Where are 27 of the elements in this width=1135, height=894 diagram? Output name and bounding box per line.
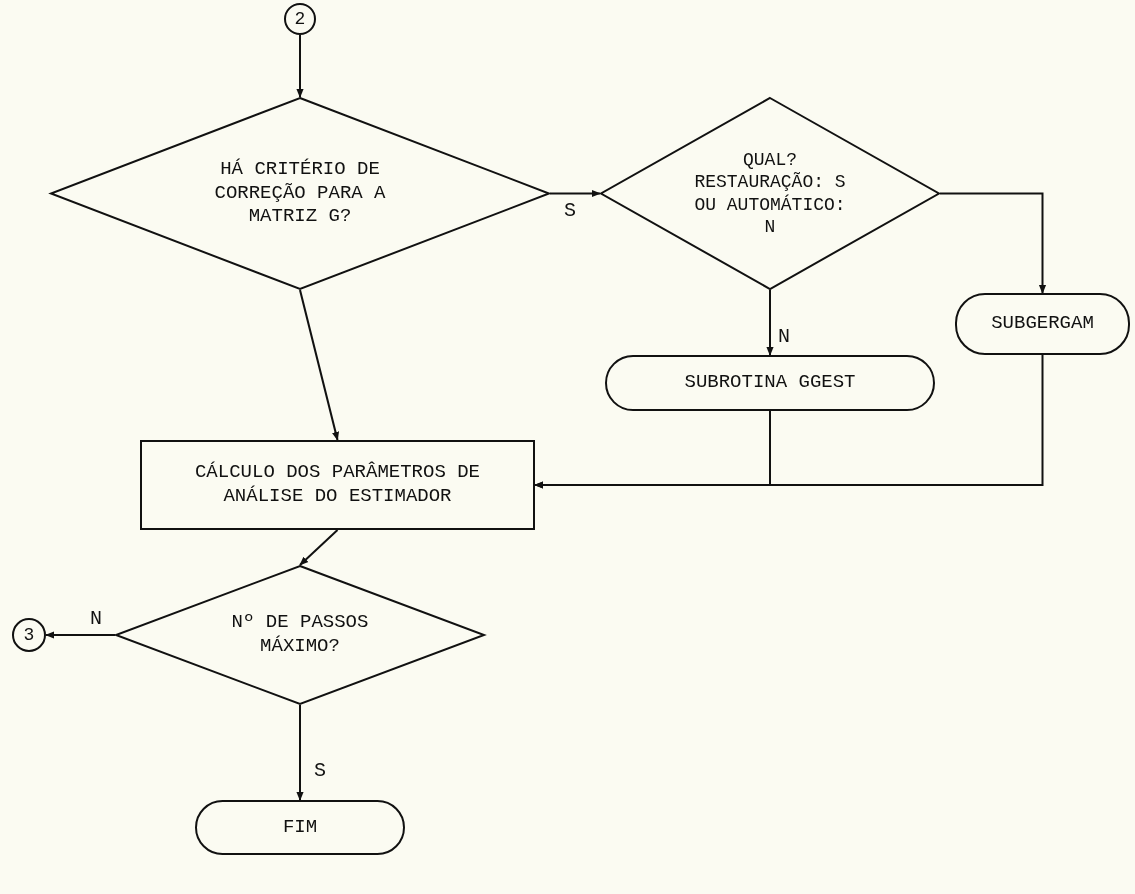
arrow: [296, 34, 304, 98]
connector-circle: [284, 3, 316, 35]
terminal-box: [605, 355, 935, 411]
terminal-box: [195, 800, 405, 855]
connector-circle: [12, 618, 46, 652]
process-box: [140, 440, 535, 530]
node-text: QUAL? RESTAURAÇÃO: S OU AUTOMÁTICO: N: [693, 148, 847, 239]
arrow: [299, 529, 339, 566]
terminal-box: [955, 293, 1130, 355]
decision-diamond: [50, 97, 550, 290]
arrow: [766, 289, 774, 356]
node-text: SUBGERGAM: [991, 312, 1094, 336]
node-text: SUBROTINA GGEST: [684, 371, 856, 395]
node-text: 2: [294, 7, 306, 31]
node-text: CÁLCULO DOS PARÂMETROS DE ANÁLISE DO ESTIMADOR: [193, 461, 481, 509]
arrow: [296, 704, 304, 801]
node-text: FIM: [282, 815, 318, 840]
decision-diamond: [600, 97, 940, 290]
arrow: [939, 192, 1047, 294]
arrow: [45, 631, 116, 639]
node-text: HÁ CRITÉRIO DE CORREÇÃO PARA A MATRIZ G?: [213, 157, 387, 230]
node-text: Nº DE PASSOS MÁXIMO?: [230, 611, 370, 659]
arrow: [299, 289, 340, 441]
decision-diamond: [115, 565, 485, 705]
arrow: [534, 354, 1044, 489]
node-text: 3: [23, 623, 35, 647]
arrow: [549, 189, 601, 198]
